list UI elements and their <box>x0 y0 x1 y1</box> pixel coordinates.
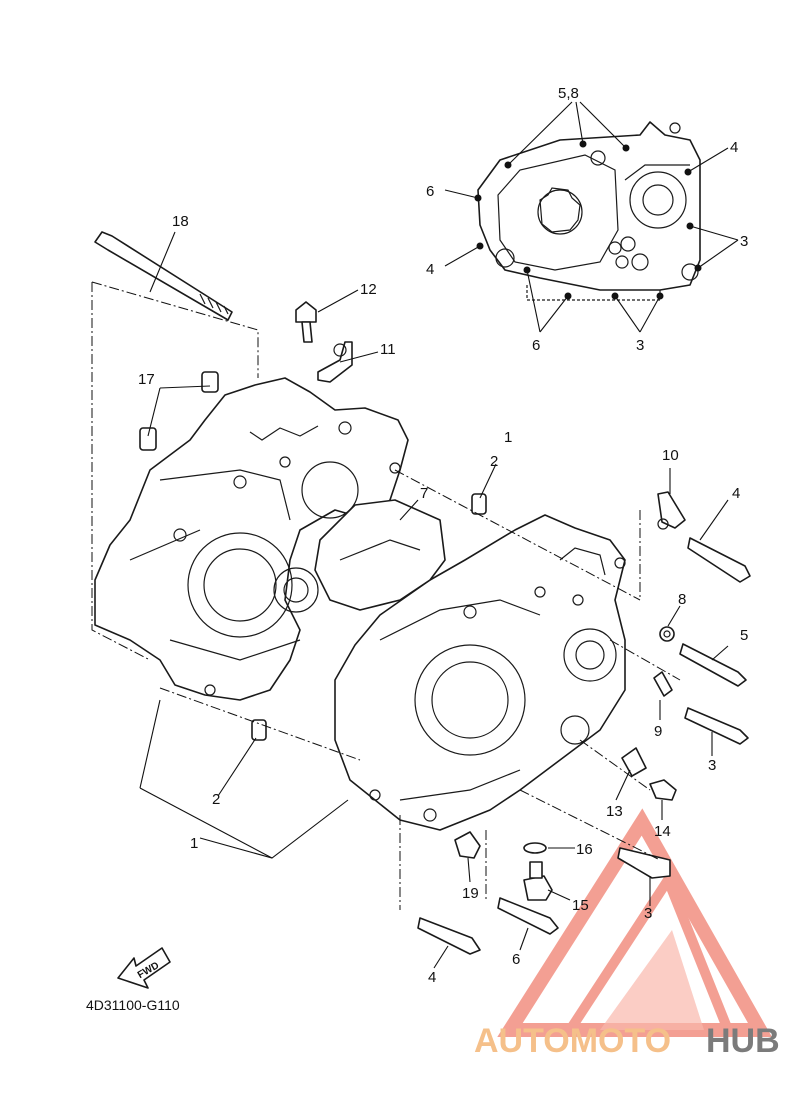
bracket-part-10 <box>657 491 686 530</box>
callout-3: 3 <box>708 757 716 774</box>
callout-9: 9 <box>654 723 662 740</box>
callout-5: 5 <box>740 627 748 644</box>
alignment-lines <box>91 281 681 910</box>
callout-17: 17 <box>138 371 155 388</box>
callout-13: 13 <box>606 803 623 820</box>
crankcase-gasket-view <box>444 101 739 333</box>
bolt-part-4-bottom <box>417 917 481 955</box>
callout-6: 6 <box>512 951 520 968</box>
callout-12: 12 <box>360 281 377 298</box>
callout-1: 1 <box>190 835 198 852</box>
callout-8: 8 <box>678 591 686 608</box>
callout-1: 1 <box>504 429 512 446</box>
nut-part-19 <box>454 831 481 859</box>
bolt-part-3-right <box>684 707 749 745</box>
callout-10: 10 <box>662 447 679 464</box>
callout-19: 19 <box>462 885 479 902</box>
long-bolt-part-18 <box>94 231 233 321</box>
diagram-code: 4D31100-G110 <box>86 997 180 1013</box>
callout-6: 6 <box>532 337 540 354</box>
washer-part-16 <box>523 842 547 854</box>
callout-3: 3 <box>740 233 748 250</box>
callout-6: 6 <box>426 183 434 200</box>
fwd-arrow-icon: FWD <box>117 947 171 989</box>
callout-4: 4 <box>732 485 740 502</box>
clip-part-9 <box>653 671 673 697</box>
bolt-part-3-bottom <box>617 847 671 879</box>
callout-15: 15 <box>572 897 589 914</box>
callout-16: 16 <box>576 841 593 858</box>
watermark-part-1: AUTOMOTO <box>474 1022 671 1060</box>
callout-5-8: 5,8 <box>558 85 579 102</box>
callout-14: 14 <box>654 823 671 840</box>
watermark-part-2: HUB <box>706 1022 780 1060</box>
callout-4: 4 <box>730 139 738 156</box>
callout-7: 7 <box>420 485 428 502</box>
callout-3: 3 <box>644 905 652 922</box>
callout-4: 4 <box>428 969 436 986</box>
watermark-text: AUTOMOTO HUB <box>474 1022 780 1060</box>
callout-11: 11 <box>380 341 396 358</box>
callout-3: 3 <box>636 337 644 354</box>
crankcase-left-half <box>94 377 409 701</box>
dowel-pins <box>139 371 487 741</box>
plug-part-15 <box>523 861 553 901</box>
watermark-logo <box>497 808 773 1037</box>
crankcase-right-half <box>334 514 626 831</box>
bolt-part-12 <box>295 301 317 343</box>
gasket-part-7 <box>314 499 446 611</box>
bolt-part-14 <box>649 779 677 801</box>
bolt-part-4-right <box>687 537 751 583</box>
bolt-part-6 <box>497 897 559 935</box>
washer-part-8 <box>659 626 675 642</box>
bolt-part-5 <box>679 643 747 687</box>
callout-labels: 5,8 4 6 3 4 6 3 18 12 11 17 1 2 7 10 4 8… <box>138 85 748 986</box>
leader-lines <box>139 231 729 969</box>
callout-2: 2 <box>212 791 220 808</box>
clamp-part-11 <box>317 341 353 383</box>
callout-2: 2 <box>490 453 498 470</box>
callout-4: 4 <box>426 261 434 278</box>
clip-part-13 <box>621 747 647 777</box>
callout-18: 18 <box>172 213 189 230</box>
